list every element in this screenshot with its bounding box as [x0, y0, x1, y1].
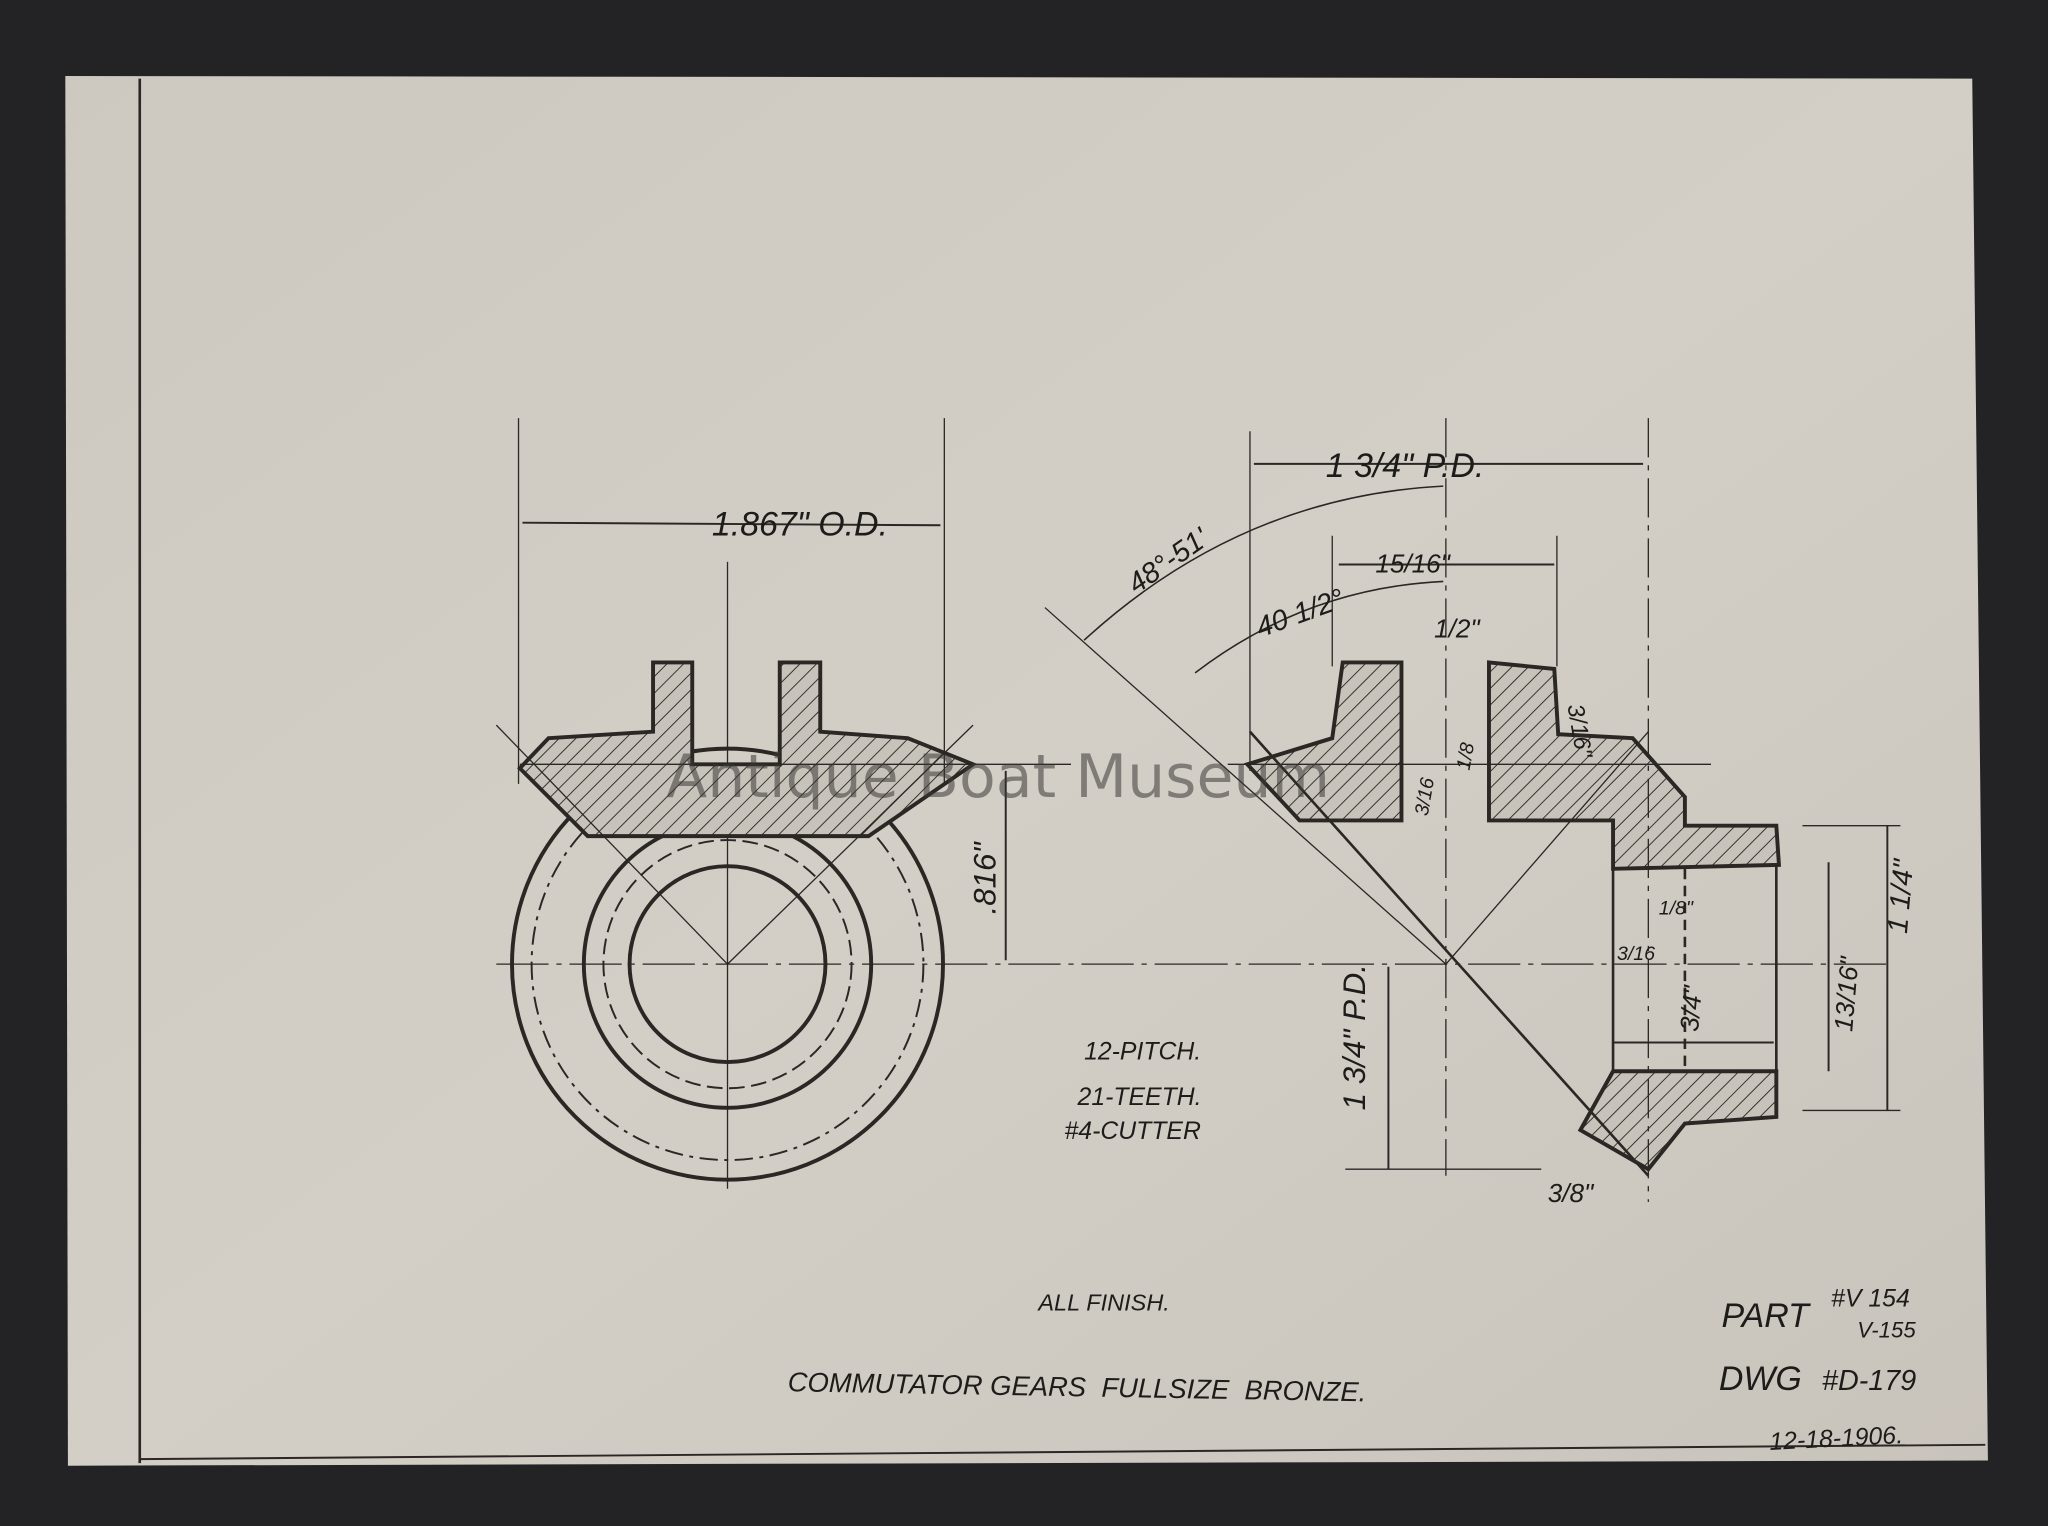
dim-outer-diameter: 1.867" O.D.: [712, 506, 888, 544]
dim-side-bore: 13/16": [1828, 954, 1865, 1033]
spec-teeth: 21-TEETH.: [1077, 1084, 1202, 1111]
dwg-number: #D-179: [1822, 1365, 1916, 1397]
dim-pitch-diameter-top: 1 3/4" P.D.: [1326, 447, 1485, 485]
right-gear-section: [1044, 418, 1901, 1202]
dim-side-overall: 1 1/4": [1882, 856, 1920, 934]
dim-face-width: 3/8": [1548, 1178, 1595, 1208]
border-line-bottom: [139, 1443, 1986, 1461]
part-label: PART: [1721, 1297, 1811, 1335]
dim-cone-distance: .816": [967, 841, 1002, 915]
left-gear-view: [495, 418, 1176, 1189]
dim-bore: 1/2": [1434, 614, 1481, 644]
dim-hub-width: 15/16": [1375, 548, 1451, 578]
paper-sheet: [65, 75, 1988, 1466]
watermark: Antique Boat Museum: [666, 742, 1330, 812]
part-number-1: #V 154: [1831, 1285, 1910, 1312]
spec-pitch: 12-PITCH.: [1084, 1038, 1201, 1065]
dim-flange-eighth: 1/8: [1453, 741, 1479, 772]
dim-side-eighth: 1/8": [1659, 898, 1694, 920]
spec-cutter: #4-CUTTER: [1064, 1118, 1200, 1145]
gear-specs: 12-PITCH. 21-TEETH. #4-CUTTER: [1064, 1038, 1201, 1145]
dim-side-hub: 3/4": [1674, 983, 1708, 1033]
dwg-label: DWG: [1719, 1360, 1802, 1398]
finish-note: ALL FINISH.: [1036, 1289, 1169, 1315]
dim-pitch-diameter-side: 1 3/4" P.D.: [1337, 964, 1372, 1110]
dim-side-sixteenth: 3/16: [1617, 943, 1655, 965]
part-number-2: V-155: [1857, 1318, 1916, 1343]
